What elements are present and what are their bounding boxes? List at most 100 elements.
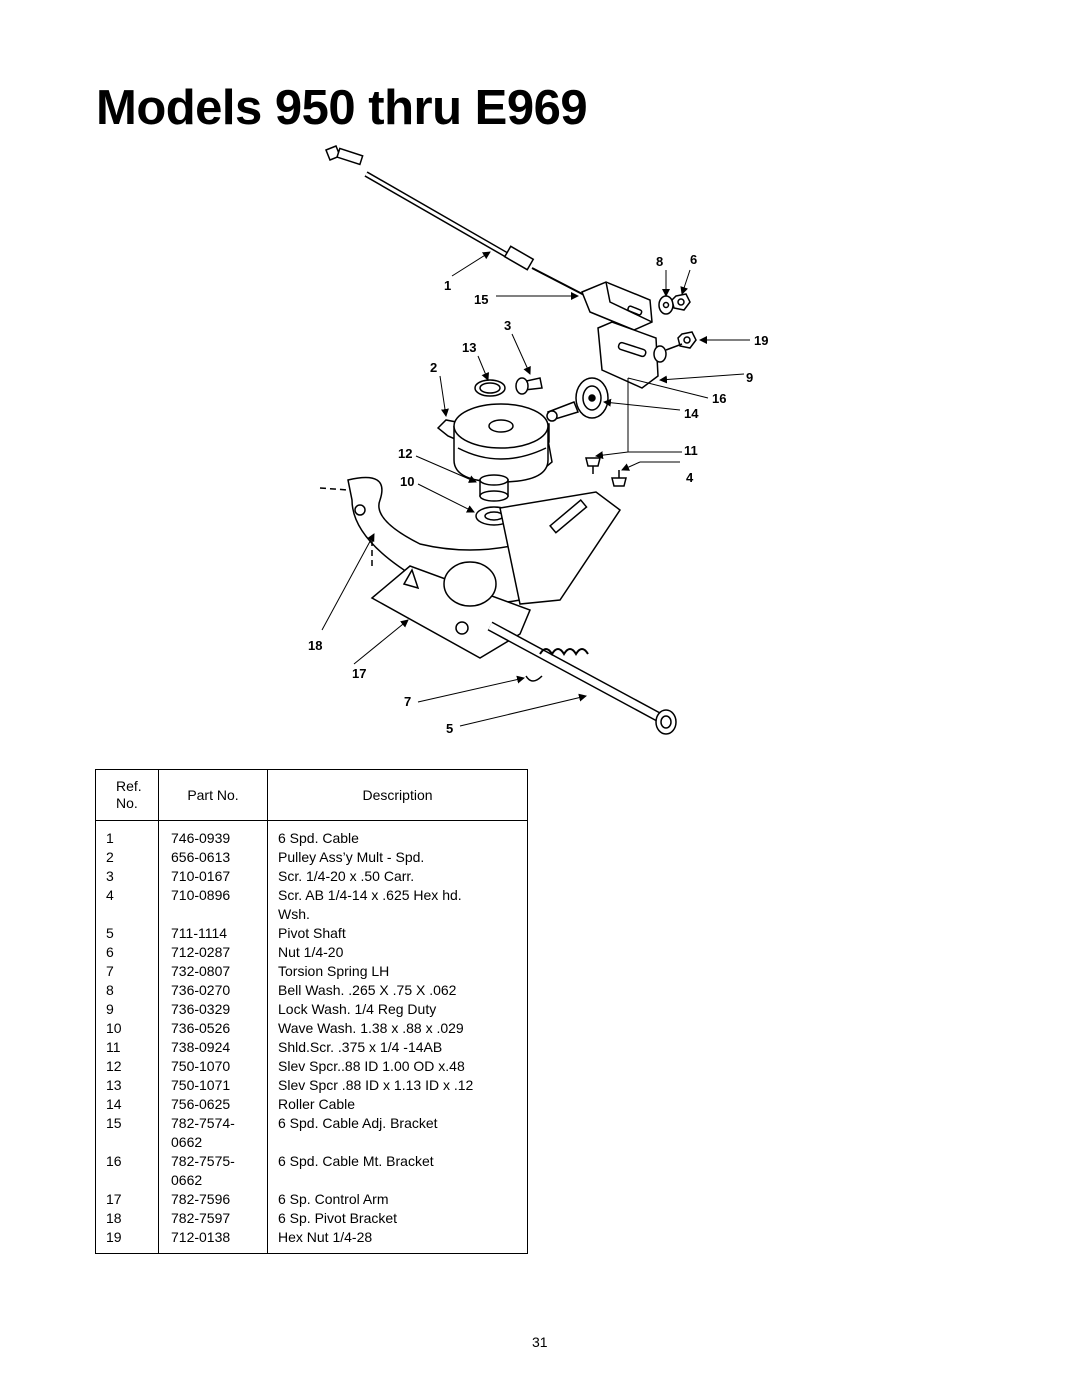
description-cell: Hex Nut 1/4-28	[267, 1228, 528, 1254]
callout-3: 3	[504, 318, 511, 333]
ref-cell: 12	[106, 1058, 122, 1074]
description-cell: 6 Sp. Control Arm	[267, 1190, 528, 1209]
part-cell: 736-0270	[158, 981, 268, 1000]
description-text: Hex Nut 1/4-28	[278, 1229, 373, 1245]
part-cell: 732-0807	[158, 962, 268, 981]
part-no-text-cont: 0662	[171, 1134, 203, 1150]
description-text: Lock Wash. 1/4 Reg Duty	[278, 1001, 437, 1017]
description-text-cont: Wsh.	[278, 906, 310, 922]
description-cell: 6 Spd. Cable Mt. Bracket	[267, 1152, 528, 1190]
description-text: Scr. 1/4-20 x .50 Carr.	[278, 868, 415, 884]
table-row: 8 736-0270 Bell Wash. .265 X .75 X .062	[96, 981, 528, 1000]
cable-mt-bracket-drawing	[597, 321, 683, 389]
part-cell: 750-1071	[158, 1076, 268, 1095]
ref-cell: 1	[106, 830, 114, 846]
ref-cell: 19	[106, 1229, 122, 1245]
callout-6: 6	[690, 252, 697, 267]
description-text: Slev Spcr .88 ID x 1.13 ID x .12	[278, 1077, 474, 1093]
table-row: 9 736-0329 Lock Wash. 1/4 Reg Duty	[96, 1000, 528, 1019]
pivot-shaft-drawing	[487, 621, 677, 735]
description-text: 6 Spd. Cable Adj. Bracket	[278, 1115, 438, 1131]
part-no-text: 711-1114	[171, 925, 228, 941]
part-no-text: 732-0807	[171, 963, 231, 979]
part-no-text: 656-0613	[171, 849, 231, 865]
description-text: 6 Sp. Pivot Bracket	[278, 1210, 398, 1226]
callout-12: 12	[398, 446, 412, 461]
part-cell: 782-7575-0662	[158, 1152, 268, 1190]
ref-cell: 14	[106, 1096, 122, 1112]
ref-cell: 18	[106, 1210, 122, 1226]
callout-17: 17	[352, 666, 366, 681]
description-text: Pivot Shaft	[278, 925, 346, 941]
description-cell: Nut 1/4-20	[267, 943, 528, 962]
part-no-text: 738-0924	[171, 1039, 231, 1055]
part-cell: 756-0625	[158, 1095, 268, 1114]
pulley-assembly-drawing	[436, 379, 553, 483]
ref-cell: 17	[106, 1191, 122, 1207]
description-cell: Shld.Scr. .375 x 1/4 -14AB	[267, 1038, 528, 1057]
callout-4: 4	[686, 470, 694, 485]
part-cell: 710-0167	[158, 867, 268, 886]
callout-13: 13	[462, 340, 476, 355]
table-row: 2 656-0613 Pulley Ass’y Mult - Spd.	[96, 848, 528, 867]
description-text: Nut 1/4-20	[278, 944, 344, 960]
exploded-parts-diagram: 1 15 3 13 2 8 6 19 9 16 14 11 4 12 10 18…	[308, 145, 768, 736]
ref-cell: 2	[106, 849, 114, 865]
part-no-text: 782-7575-	[171, 1153, 235, 1169]
description-cell: Slev Spcr .88 ID x 1.13 ID x .12	[267, 1076, 528, 1095]
callout-7: 7	[404, 694, 411, 709]
part-cell: 736-0329	[158, 1000, 268, 1019]
part-cell: 656-0613	[158, 848, 268, 867]
table-header-row: Ref. No. Part No. Description	[95, 769, 528, 821]
callout-10: 10	[400, 474, 414, 489]
page-number: 31	[532, 1334, 548, 1350]
description-cell: Lock Wash. 1/4 Reg Duty	[267, 1000, 528, 1019]
header-ref-no: Ref. No.	[95, 769, 159, 821]
part-cell: 738-0924	[158, 1038, 268, 1057]
callout-15: 15	[474, 292, 488, 307]
ref-cell: 7	[106, 963, 114, 979]
part-cell: 782-7597	[158, 1209, 268, 1228]
header-part-no: Part No.	[158, 769, 268, 821]
ref-cell: 3	[106, 868, 114, 884]
part-cell: 736-0526	[158, 1019, 268, 1038]
part-no-text: 750-1070	[171, 1058, 231, 1074]
ref-cell: 8	[106, 982, 114, 998]
part-cell: 712-0287	[158, 943, 268, 962]
description-text: Pulley Ass’y Mult - Spd.	[278, 849, 425, 865]
part-no-text: 756-0625	[171, 1096, 231, 1112]
description-text: Scr. AB 1/4-14 x .625 Hex hd.	[278, 887, 462, 903]
description-cell: 6 Sp. Pivot Bracket	[267, 1209, 528, 1228]
callout-14: 14	[684, 406, 699, 421]
cable-adj-bracket-drawing	[581, 281, 653, 331]
callout-5: 5	[446, 721, 453, 736]
ref-cell: 15	[106, 1115, 122, 1131]
callout-9: 9	[746, 370, 753, 385]
ref-cell: 9	[106, 1001, 114, 1017]
part-cell: 711-1114	[158, 924, 268, 943]
description-text: Bell Wash. .265 X .75 X .062	[278, 982, 457, 998]
part-cell: 750-1070	[158, 1057, 268, 1076]
description-cell: Pulley Ass’y Mult - Spd.	[267, 848, 528, 867]
description-cell: Pivot Shaft	[267, 924, 528, 943]
callout-16: 16	[712, 391, 726, 406]
callout-19: 19	[754, 333, 768, 348]
part-no-text: 736-0329	[171, 1001, 231, 1017]
cable-drawing	[325, 145, 591, 299]
callout-1: 1	[444, 278, 451, 293]
ref-cell: 11	[106, 1039, 121, 1055]
table-row: 17 782-7596 6 Sp. Control Arm	[96, 1190, 528, 1209]
part-no-text: 782-7596	[171, 1191, 231, 1207]
